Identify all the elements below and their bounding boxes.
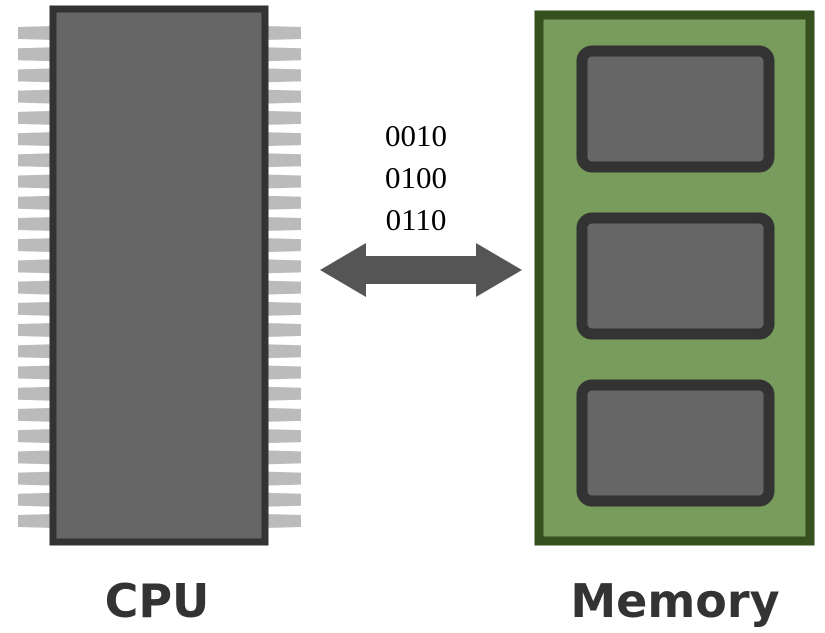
cpu-label: CPU xyxy=(105,574,210,628)
cpu-pin xyxy=(265,323,301,338)
cpu-pin xyxy=(265,238,301,253)
cpu-pin xyxy=(265,26,301,40)
cpu-pin xyxy=(265,132,301,147)
cpu-pin xyxy=(265,386,301,401)
cpu-pin xyxy=(265,174,301,189)
cpu-pin xyxy=(18,26,53,40)
cpu-pin xyxy=(18,174,53,189)
cpu-pin xyxy=(265,89,301,104)
cpu-pin xyxy=(265,429,301,444)
cpu-pin xyxy=(265,259,301,274)
cpu-pin xyxy=(265,153,301,168)
cpu-pin xyxy=(18,344,53,359)
cpu-pin xyxy=(18,238,53,253)
cpu-pin xyxy=(18,386,53,401)
cpu-pins-right xyxy=(265,26,301,528)
cpu-pin xyxy=(18,110,53,125)
cpu-pin xyxy=(18,132,53,147)
cpu-pin xyxy=(18,47,53,62)
cpu-pin xyxy=(265,301,301,316)
cpu-pin xyxy=(18,514,53,528)
cpu-pin xyxy=(265,110,301,125)
cpu-pin xyxy=(265,47,301,62)
cpu-pin xyxy=(18,450,53,465)
cpu-pin xyxy=(18,195,53,210)
cpu-pin xyxy=(18,153,53,168)
memory-slots xyxy=(576,45,775,507)
cpu-pin xyxy=(18,216,53,231)
cpu-pin xyxy=(18,365,53,380)
transferred-bits-1: 0100 xyxy=(385,160,447,195)
cpu-pin xyxy=(18,301,53,316)
cpu-pin xyxy=(18,492,53,507)
cpu-pin xyxy=(18,68,53,83)
cpu-pin xyxy=(265,195,301,210)
memory-slot xyxy=(576,45,775,173)
cpu-pin xyxy=(18,280,53,295)
cpu-pin xyxy=(265,216,301,231)
cpu-pin xyxy=(265,280,301,295)
transferred-bits-2: 0110 xyxy=(386,202,447,237)
cpu-pin xyxy=(18,429,53,444)
data-transfer: 0010 0100 0110 xyxy=(320,118,522,297)
cpu-body xyxy=(49,5,269,546)
transferred-bits-0: 0010 xyxy=(385,118,447,153)
cpu-pin xyxy=(18,407,53,422)
cpu-pin xyxy=(18,323,53,338)
cpu-pin xyxy=(265,68,301,83)
cpu-pins-left xyxy=(18,26,53,528)
cpu-pin xyxy=(265,407,301,422)
bidirectional-arrow-icon xyxy=(320,243,522,297)
cpu-chip xyxy=(18,5,301,546)
memory-label: Memory xyxy=(570,574,779,628)
cpu-pin xyxy=(265,514,301,528)
cpu-pin xyxy=(18,259,53,274)
cpu-pin xyxy=(265,344,301,359)
cpu-pin xyxy=(265,365,301,380)
memory-module xyxy=(534,10,815,546)
memory-slot xyxy=(576,212,775,340)
cpu-pin xyxy=(265,450,301,465)
memory-slot xyxy=(576,379,775,507)
cpu-pin xyxy=(265,471,301,486)
cpu-pin xyxy=(265,492,301,507)
cpu-pin xyxy=(18,471,53,486)
cpu-pin xyxy=(18,89,53,104)
